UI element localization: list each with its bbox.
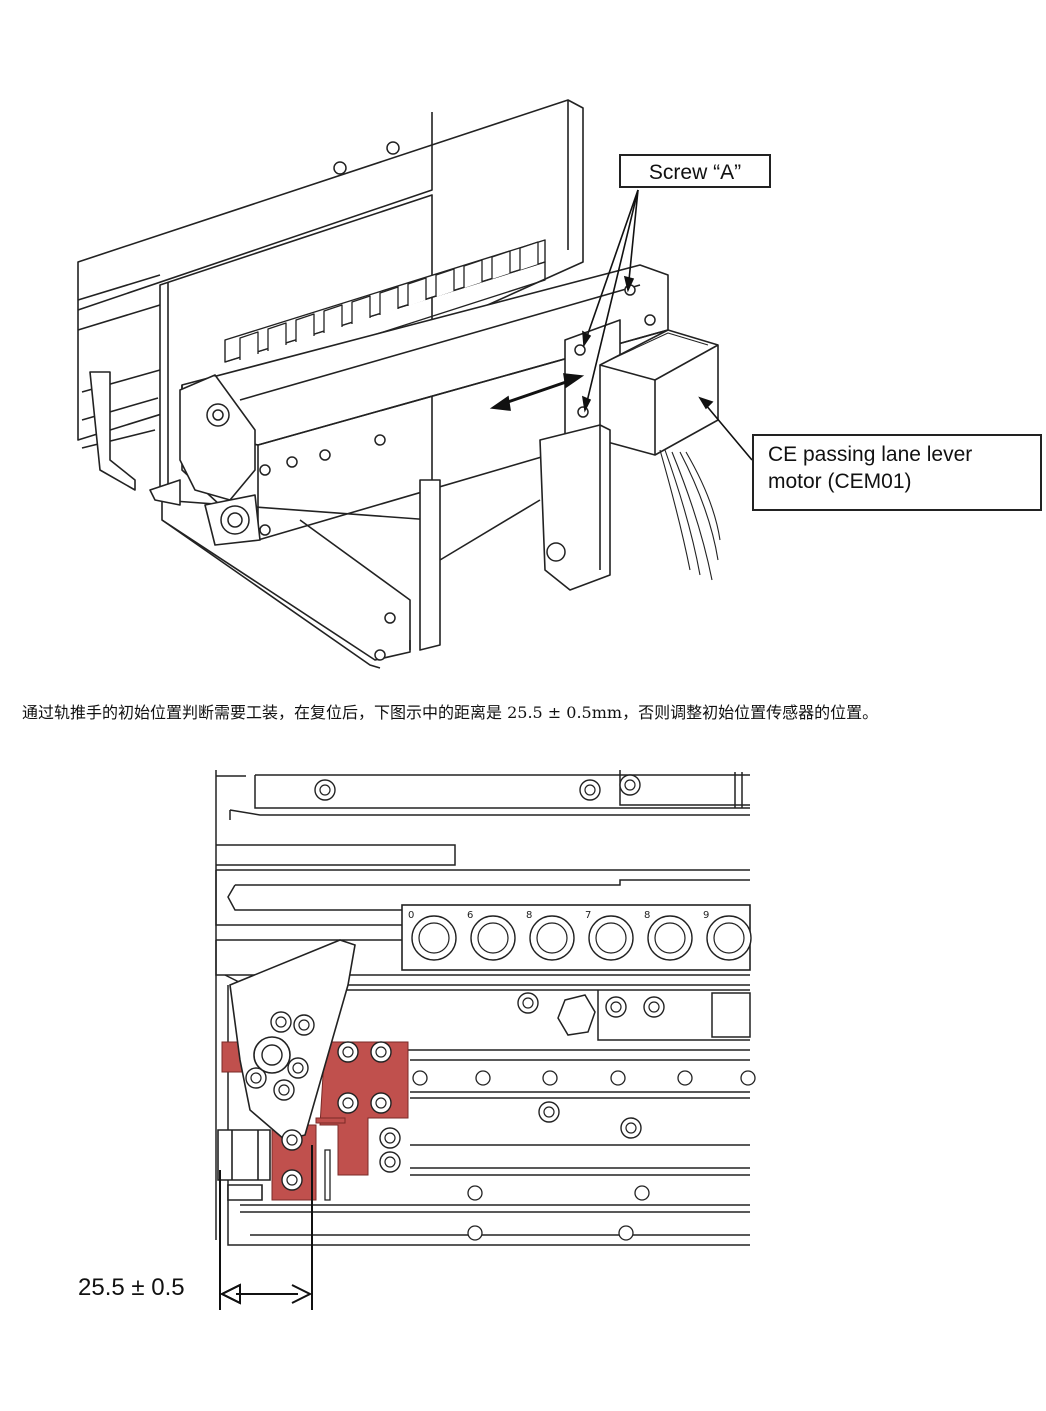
dimension-label: 25.5 ± 0.5: [78, 1274, 185, 1301]
motor-callout: CE passing lane lever motor (CEM01): [752, 434, 1042, 511]
cavity-number: 8: [526, 910, 532, 921]
screw-a-callout: Screw “A”: [619, 154, 771, 188]
cavity-number: 0: [408, 910, 414, 921]
cavity-number: 6: [467, 910, 473, 921]
motor-label-line1: CE passing lane lever: [768, 443, 973, 466]
cavity-number: 9: [703, 910, 709, 921]
motor-label-line2: motor (CEM01): [768, 470, 912, 493]
cavity-number: 7: [585, 910, 591, 921]
isometric-mechanism-drawing: [77, 99, 753, 669]
instruction-paragraph: 通过轨推手的初始位置判断需要工装，在复位后，下图示中的距离是 25.5 ± 0.…: [22, 703, 879, 722]
cavity-number: 8: [644, 910, 650, 921]
